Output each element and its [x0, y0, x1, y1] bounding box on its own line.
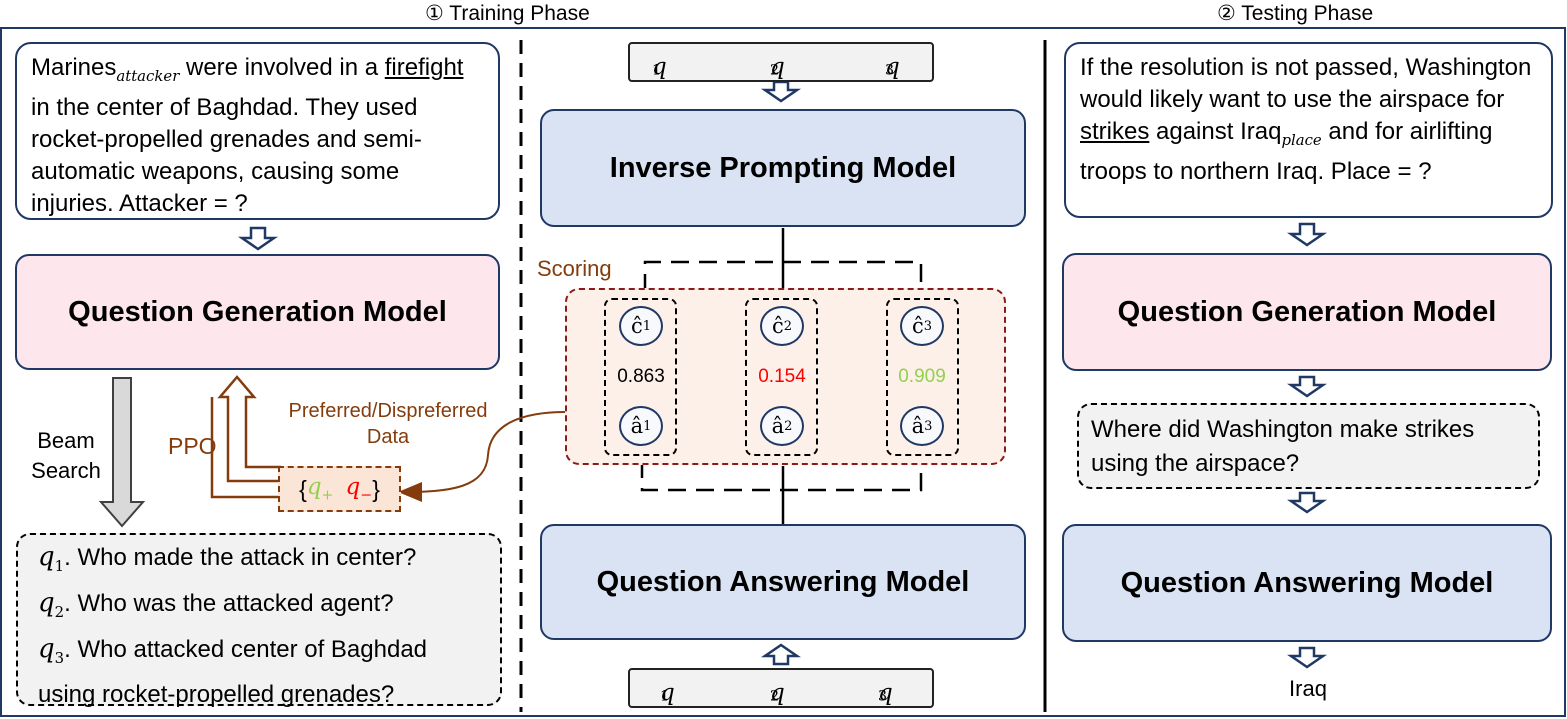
score-column-1: [604, 298, 677, 456]
inverse-prompting-model: Inverse Prompting Model: [540, 109, 1026, 227]
model-label: Question Answering Model: [596, 565, 970, 598]
question-generation-model: Question Generation Model: [15, 254, 500, 370]
generated-question-box: Where did Washington make strikes using …: [1077, 403, 1540, 489]
trigger-word: firefight: [384, 54, 464, 81]
model-label: Question Generation Model: [68, 295, 447, 328]
question-answering-model-training: Question Answering Model: [540, 524, 1026, 640]
scoring-label: Scoring: [537, 256, 612, 281]
beam-search-label: Beam Search: [31, 428, 101, 483]
q-plus: q+: [306, 474, 334, 504]
passage-text-rest: in the center of Baghdad. They used rock…: [31, 93, 422, 217]
score-column-3: [886, 298, 959, 456]
q-minus: q−: [345, 474, 373, 504]
role-place-sub: place: [1281, 130, 1322, 149]
final-answer: Iraq: [1289, 676, 1327, 701]
question-answering-model-testing: Question Answering Model: [1062, 524, 1552, 642]
model-label: Question Answering Model: [1120, 566, 1494, 599]
score-column-2: [745, 298, 818, 456]
preference-pair-box: { q+ q− }: [278, 466, 401, 512]
question-generation-model-testing: Question Generation Model: [1062, 253, 1552, 371]
model-label: Question Generation Model: [1117, 295, 1497, 328]
list-item: q3. Who attacked center of Baghdad using…: [38, 633, 428, 709]
passage-entity: Marines: [31, 54, 117, 81]
role-attacker-sub: attacker: [116, 66, 180, 85]
model-label: Inverse Prompting Model: [609, 151, 957, 184]
trigger-word: strikes: [1080, 118, 1150, 145]
score-value-1: 0.863: [617, 366, 665, 387]
generated-questions-list: q1. Who made the attack in center? q2. W…: [16, 533, 502, 708]
score-value-2: 0.154: [758, 366, 806, 387]
training-passage-box: Marinesattacker were involved in a firef…: [15, 42, 500, 220]
testing-phase-title: ② Testing Phase: [1217, 2, 1374, 25]
score-value-3: 0.909: [898, 366, 946, 387]
list-item: q1. Who made the attack in center?: [38, 542, 417, 575]
ppo-label: PPO: [168, 433, 217, 459]
passage-text: were involved in a: [179, 54, 385, 81]
preference-data-label: Preferred/Dispreferred Data: [288, 400, 488, 448]
training-phase-title: ① Training Phase: [425, 2, 590, 25]
hollow-arrows: [237, 80, 1328, 669]
list-item: q2. Who was the attacked agent?: [38, 587, 394, 621]
testing-passage-box: If the resolution is not passed, Washing…: [1064, 42, 1553, 218]
